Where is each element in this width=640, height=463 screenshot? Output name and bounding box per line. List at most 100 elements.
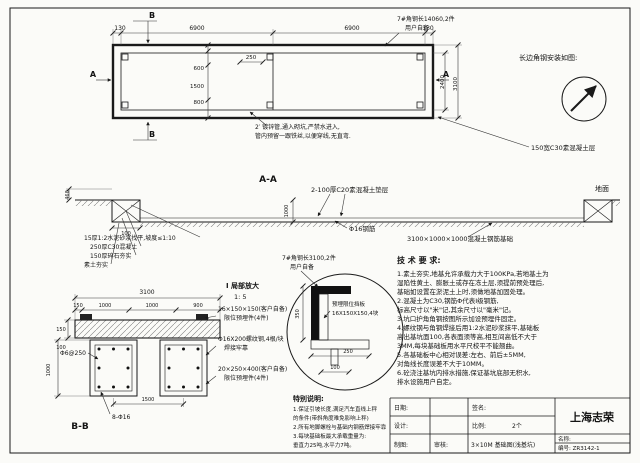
drawing-title: 3×10M 基础图(浅基坑): [471, 441, 535, 449]
special-line: 2.所有地脚螺栓与基础内钢筋焊接牢靠: [293, 423, 387, 431]
title-block-grid: [389, 397, 630, 453]
pier-left: [111, 199, 141, 223]
install-arrow-icon: [570, 85, 597, 112]
detail-i: [286, 270, 404, 391]
section-aa-title: A-A: [259, 175, 277, 185]
note-layer-soil: 素土夯实: [84, 261, 108, 269]
note-angle-steel-line2: 用户自备: [405, 24, 429, 32]
titleblock-draft-label: 制图:: [394, 441, 408, 449]
dim-label: 150: [56, 327, 66, 333]
note-plate2-line2: 限位预埋件(4件): [224, 374, 269, 382]
note-plate1-line2: 限位预埋件(4件): [224, 314, 269, 322]
dim-label: 6900: [344, 25, 359, 32]
titleblock-sign-label: 签名:: [472, 404, 486, 412]
titleblock-check-label: 审核:: [434, 441, 448, 449]
anchor-plates: [121, 53, 424, 109]
tech-line: 2.混凝土为C30,钢筋Φ代表I级钢筋,: [397, 296, 499, 305]
note-detail-plate-line1: 预埋限位挡板: [332, 300, 366, 308]
special-line: 1.保证引坡长度,满足汽车直线上秤: [293, 405, 377, 413]
dim-label: 1000: [99, 303, 112, 309]
note-detail-angle-line1: 7#角钢长3100,2件: [282, 254, 336, 262]
dim-label: 6900: [189, 25, 204, 32]
dim-label: 100: [121, 231, 131, 237]
note-angle-steel-line1: 7#角钢长14060,2件: [397, 15, 455, 23]
slab-section: [74, 319, 221, 339]
special-line: 垂直力25吨,水平力7吨。: [293, 441, 355, 449]
label-rebar-count: 8-Φ16: [112, 414, 131, 421]
section-bb-title: B-B: [71, 422, 89, 432]
note-pipe-line1: 2′ 镀锌管,通入砌坑,严禁水进入,: [255, 123, 340, 131]
dim-label: 250: [343, 349, 353, 355]
dim-label: 1500: [142, 397, 155, 403]
section-bb: [54, 294, 223, 415]
dim-label: 1500: [190, 84, 204, 90]
plan-note-leaders: [249, 32, 530, 148]
bb-pier-right: [159, 339, 208, 397]
tech-line: 3MM,每块基础板用水平尺校平不能翘曲。: [397, 341, 518, 350]
section-marker-a-right: A: [443, 70, 450, 79]
dim-label: 460: [65, 190, 71, 200]
detail-scale: 1: 5: [234, 293, 247, 301]
special-title: 特别说明:: [293, 394, 324, 403]
dim-label: 1000: [146, 303, 159, 309]
dim-label: 800: [194, 100, 205, 106]
bb-pier-left: [89, 339, 138, 397]
note-detail-plate-line2: 16X150X150,4块: [332, 309, 379, 317]
note-rebar: Φ16钢筋: [349, 224, 376, 233]
plan-dimensions: [110, 29, 462, 121]
dim-label: 250: [246, 55, 257, 61]
tech-line: 标高尺寸以"米"记,其余尺寸以"毫米"记。: [397, 305, 515, 314]
note-layer-mortar: 15厚1:2水泥砂浆找平,坡度≤1:10: [84, 234, 176, 242]
limit-stop-plate: [318, 293, 329, 341]
note-layer-concrete: 250厚C30混凝土: [90, 243, 137, 251]
dim-label: 600: [194, 66, 205, 72]
note-bolt-line2: 焊接牢靠: [224, 344, 248, 352]
note-bolt-line1: Φ16X200螺纹钢,4根/块: [218, 335, 284, 343]
dim-label: 150: [73, 303, 83, 309]
special-line: 3.每块基础板最大承载重量为:: [293, 432, 366, 440]
titleblock-name-label: 名称:: [558, 435, 571, 443]
section-markers: [96, 20, 449, 141]
tech-line: 排水设施用户自定。: [397, 377, 456, 386]
tech-line: 湿陷性黄土、膨胀土或存在冻土层,须提前预处理后,: [397, 278, 544, 287]
note-concrete-strip: 150宽C30素混凝土层: [531, 143, 596, 152]
section-marker-b-top: B: [149, 11, 155, 20]
dim-label: 2400: [440, 75, 446, 89]
dim-label: 350: [295, 309, 301, 319]
tech-line: 4.螺纹钢与角钢焊接后用1:2水泥砂浆抹平,基础板: [397, 323, 540, 332]
note-pipe-line2: 管内预留一跟铁丝,以便穿线,无直弯.: [255, 132, 351, 140]
limit-plate-right: [196, 314, 208, 320]
detail-circle: [286, 273, 404, 391]
note-cushion: 2-100厚C20素混凝土垫层: [311, 185, 389, 194]
dim-label: 3100: [453, 77, 459, 91]
note-detail-angle-line2: 用户自备: [290, 263, 314, 271]
label-stirrup: Φ6@250: [60, 350, 86, 357]
titleblock-design-label: 设计:: [394, 422, 408, 430]
company-name: 上海志荣: [570, 410, 615, 424]
dim-label: 130: [422, 25, 434, 32]
tech-line: 5.各基础板中心相对误差:左右、前后±5MM,: [397, 350, 526, 359]
dim-label: 1000: [46, 364, 52, 377]
note-foundation: 3100×1000×1000混凝土钢筋基础: [407, 234, 514, 243]
tech-line: 1.素土夯实,地基允许承载力大于100KPa,若地基土为: [397, 269, 549, 278]
dim-label: 100: [56, 345, 66, 351]
section-marker-b-bottom: B: [149, 130, 155, 139]
section-marker-a-left: A: [90, 70, 97, 79]
tech-line: 6.砼浇注基坑内排水措施,保证基坑底部无积水,: [397, 368, 531, 377]
note-plate2-line1: 20×250×400(客户自备): [218, 365, 287, 373]
pier-right: [583, 199, 613, 223]
dim-label: 1000: [284, 205, 290, 218]
tech-line: 3.坑口护角角钢按图所示加设预埋件固定。: [397, 314, 520, 323]
tech-line: 对角线长度误差不大于10MM。: [397, 359, 488, 368]
dim-label: 3100: [139, 289, 154, 296]
rebar-dots: [97, 347, 200, 389]
note-layer-gravel: 150厚碎石夯实: [90, 252, 131, 260]
titleblock-date-label: 日期:: [394, 404, 408, 412]
install-detail: [561, 76, 607, 122]
limit-plate-left: [80, 314, 92, 320]
tech-line: 高出基坑面100,各表面须等高,相互间高低不大于: [397, 332, 538, 341]
install-detail-circle: [561, 76, 607, 122]
dim-label: 900: [193, 303, 203, 309]
dim-label: 100: [330, 365, 340, 371]
